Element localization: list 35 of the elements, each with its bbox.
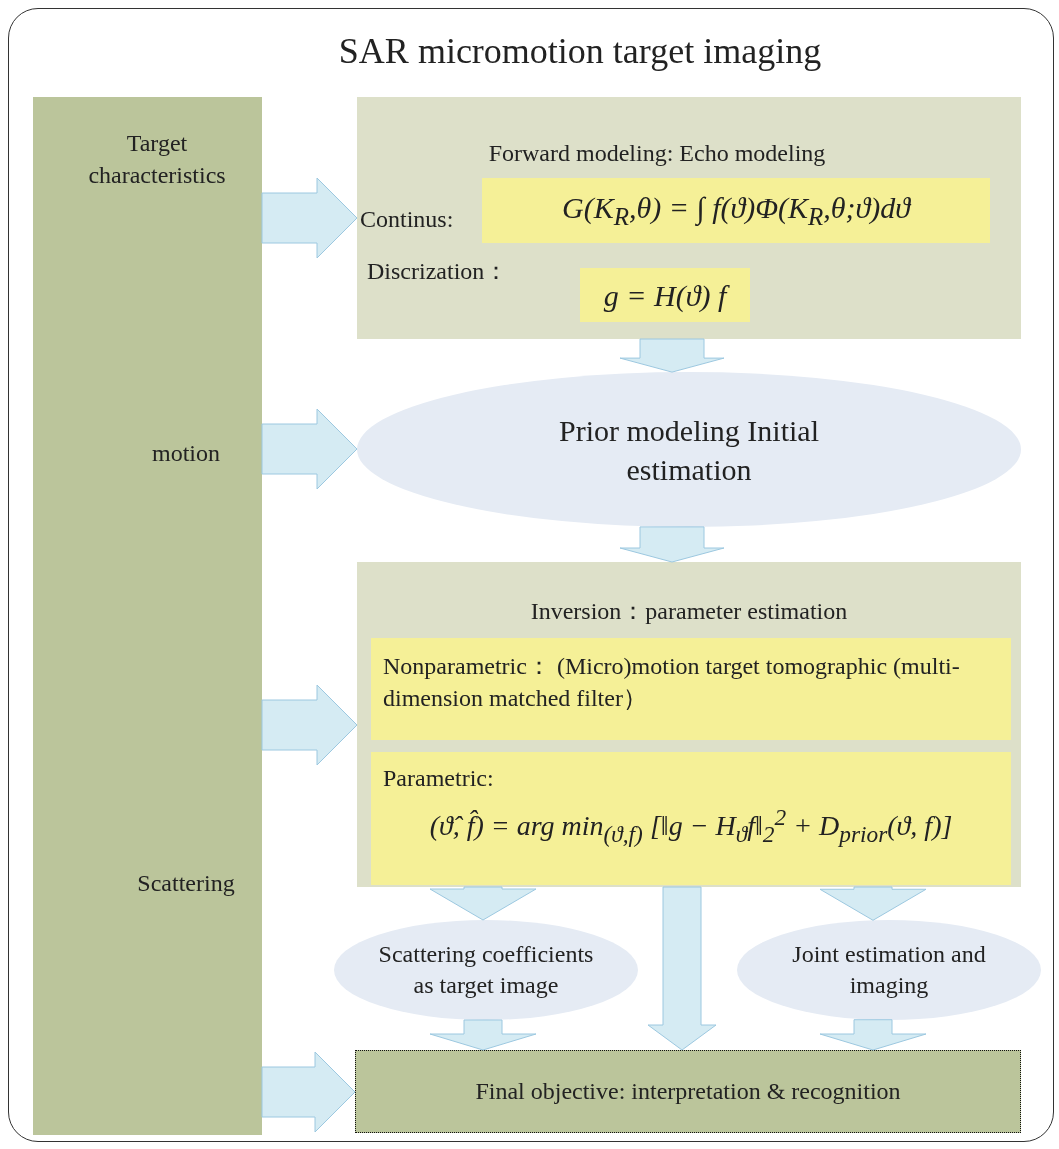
panel-label: Scattering xyxy=(136,869,236,898)
diagram-title: SAR micromotion target imaging xyxy=(337,30,823,72)
block-arrow xyxy=(619,338,725,373)
formula: G(K$_{R}$,θ) = ∫ f(ϑ)Φ(K$_{R}$,θ;ϑ)dϑ xyxy=(562,189,910,232)
ellipse-text: Prior modeling Initial estimation xyxy=(559,412,819,488)
method-box xyxy=(371,752,1011,885)
ellipse-text: Joint estimation and imaging xyxy=(791,939,987,1000)
formula-label: Discrization： xyxy=(367,257,510,286)
formula-box xyxy=(580,268,750,322)
formula-label: Continus: xyxy=(360,205,455,234)
box-text: Final objective: interpretation & recognition xyxy=(475,1076,901,1106)
block-arrow xyxy=(619,526,725,563)
block-arrow xyxy=(819,1019,927,1051)
panel-label: Target characteristics xyxy=(87,129,227,191)
block-arrow xyxy=(261,408,358,490)
box-heading: Forward modeling: Echo modeling xyxy=(487,139,827,168)
block-arrow xyxy=(261,177,358,259)
block-arrow xyxy=(261,1051,356,1133)
formula: (ϑ̂, f̂) = arg min$_{(ϑ,f)}$ [‖g − H$_{ϑ}$f‖$_{2}$$^{2}$ + D$_{prior}$(ϑ, f)] xyxy=(428,803,954,849)
box-heading: Inversion：parameter estimation xyxy=(529,597,849,626)
block-arrow xyxy=(261,684,358,766)
method-text: Nonparametric： (Micro)motion target tomographic (multi-dimension matched filter） xyxy=(383,652,961,714)
panel-label: motion xyxy=(151,439,221,468)
process-box xyxy=(357,562,1021,887)
ellipse-text: Scattering coefficients as target image xyxy=(377,939,595,1000)
formula-box xyxy=(482,178,990,243)
block-arrow xyxy=(819,886,927,921)
process-box xyxy=(357,97,1021,339)
side-panel xyxy=(33,97,262,1135)
block-arrow xyxy=(429,1019,537,1051)
goal-box xyxy=(355,1050,1021,1133)
block-arrow xyxy=(647,886,717,1051)
method-box xyxy=(371,638,1011,740)
method-label: Parametric: xyxy=(383,764,495,793)
block-arrow xyxy=(429,886,537,921)
